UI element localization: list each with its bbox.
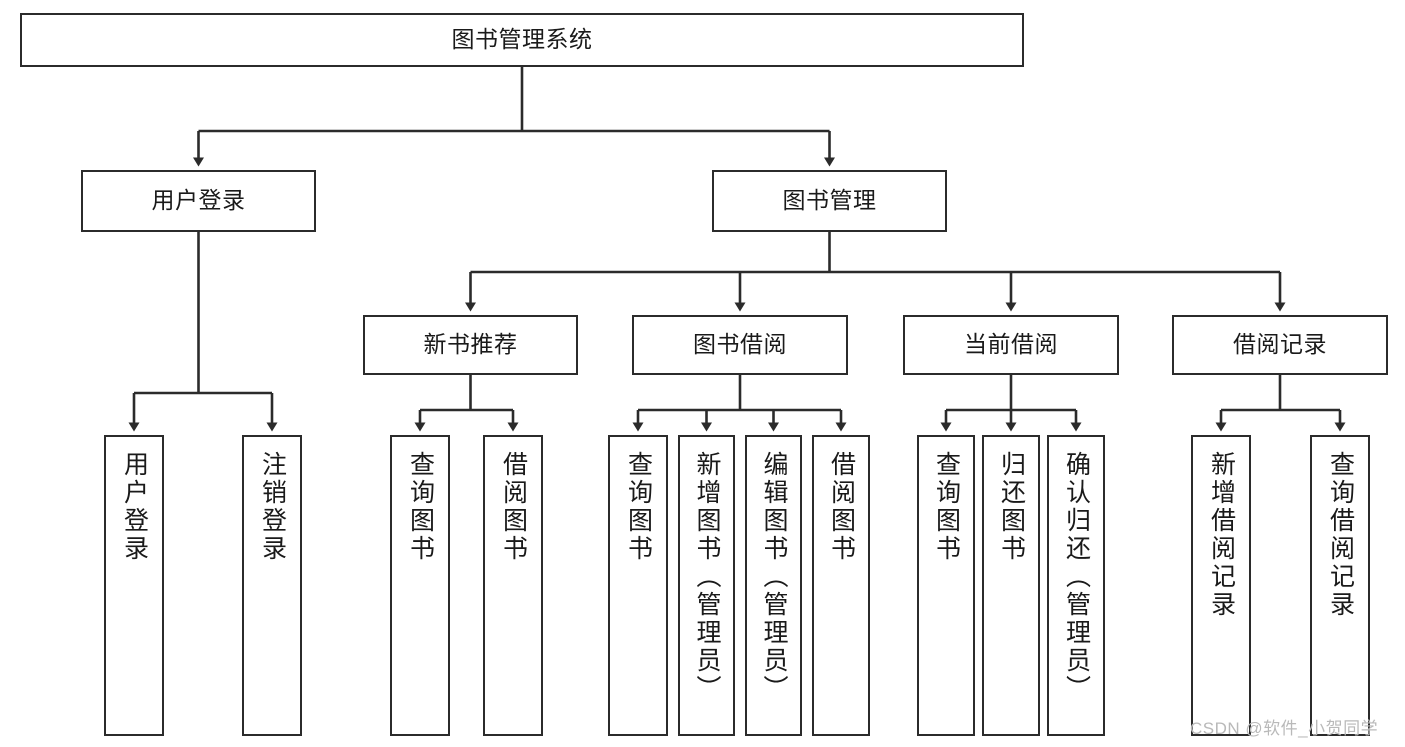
leaf-node-label: 查询图书 <box>932 451 961 563</box>
leaf-node-label: 编辑图书（管理员） <box>760 451 788 703</box>
level2-node-label: 图书管理 <box>782 187 877 214</box>
leaf-node-box[interactable]: 用户登录 <box>104 435 164 736</box>
level3-node-box[interactable]: 图书借阅 <box>632 315 848 375</box>
level2-node-label: 用户登录 <box>151 187 246 214</box>
connector-lines <box>128 67 1346 432</box>
level2-node-box[interactable]: 用户登录 <box>81 170 316 232</box>
level3-node-box[interactable]: 当前借阅 <box>903 315 1119 375</box>
leaf-node-box[interactable]: 确认归还（管理员） <box>1047 435 1105 736</box>
leaf-node-label: 查询图书 <box>624 451 653 563</box>
leaf-node-box[interactable]: 新增图书（管理员） <box>678 435 735 736</box>
leaf-node-label: 确认归还（管理员） <box>1062 451 1091 703</box>
leaf-node-label: 用户登录 <box>120 451 149 563</box>
root-node-label: 图书管理系统 <box>451 26 593 53</box>
level3-node-label: 新书推荐 <box>423 331 518 358</box>
leaf-node-box[interactable]: 借阅图书 <box>812 435 870 736</box>
leaf-node-box[interactable]: 查询借阅记录 <box>1310 435 1370 736</box>
leaf-node-box[interactable]: 查询图书 <box>917 435 975 736</box>
level3-node-label: 当前借阅 <box>964 331 1058 358</box>
root-node-box[interactable]: 图书管理系统 <box>20 13 1024 67</box>
leaf-node-box[interactable]: 编辑图书（管理员） <box>745 435 802 736</box>
leaf-node-label: 注销登录 <box>258 451 287 563</box>
leaf-node-box[interactable]: 归还图书 <box>982 435 1040 736</box>
level3-node-box[interactable]: 借阅记录 <box>1172 315 1388 375</box>
leaf-node-label: 查询图书 <box>406 451 435 563</box>
leaf-node-label: 借阅图书 <box>827 451 856 563</box>
level3-node-label: 图书借阅 <box>693 331 787 358</box>
level3-node-box[interactable]: 新书推荐 <box>363 315 578 375</box>
leaf-node-box[interactable]: 查询图书 <box>608 435 668 736</box>
leaf-node-box[interactable]: 新增借阅记录 <box>1191 435 1251 736</box>
leaf-node-label: 查询借阅记录 <box>1326 451 1355 619</box>
leaf-node-label: 借阅图书 <box>499 451 528 563</box>
level2-node-box[interactable]: 图书管理 <box>712 170 947 232</box>
level3-node-label: 借阅记录 <box>1233 331 1327 358</box>
leaf-node-label: 归还图书 <box>997 451 1026 563</box>
leaf-node-label: 新增图书（管理员） <box>693 451 721 703</box>
leaf-node-label: 新增借阅记录 <box>1207 451 1236 619</box>
leaf-node-box[interactable]: 查询图书 <box>390 435 450 736</box>
leaf-node-box[interactable]: 借阅图书 <box>483 435 543 736</box>
leaf-node-box[interactable]: 注销登录 <box>242 435 302 736</box>
